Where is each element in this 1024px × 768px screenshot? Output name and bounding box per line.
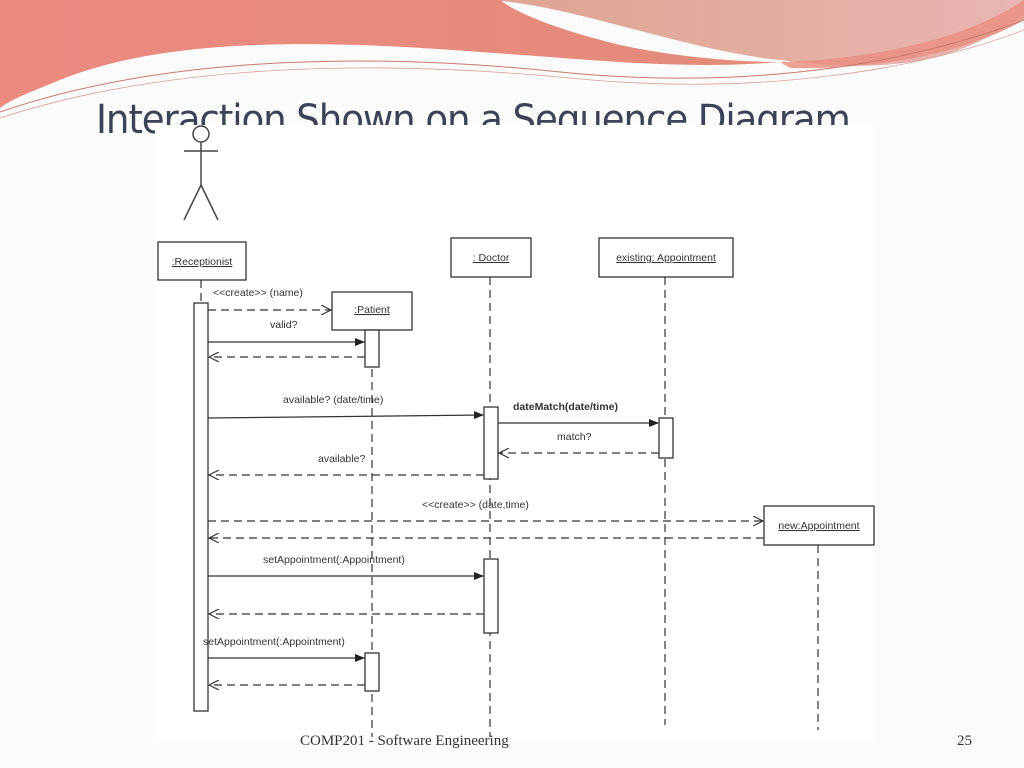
message-available-datetime xyxy=(207,411,484,420)
object-label: existing: Appointment xyxy=(616,252,716,264)
wave-top xyxy=(0,0,1024,66)
object-existing-appointment: existing: Appointment xyxy=(598,237,734,278)
object-label: : Doctor xyxy=(473,252,510,264)
activation-patient-2 xyxy=(364,652,380,692)
object-label: :Patient xyxy=(354,304,390,316)
object-doctor: : Doctor xyxy=(450,237,532,278)
object-receptionist: :Receptionist xyxy=(157,241,247,281)
wave-line-2 xyxy=(0,29,1024,119)
activation-existing xyxy=(658,417,674,459)
message-label: available? (date/time) xyxy=(283,394,383,406)
message-label: setAppointment(:Appointment) xyxy=(263,554,405,566)
activation-receptionist xyxy=(193,302,209,712)
object-label: :Receptionist xyxy=(172,256,233,268)
message-label: available? xyxy=(318,453,365,465)
message-label: dateMatch(date/time) xyxy=(513,401,618,413)
wave-line-1 xyxy=(0,19,1024,113)
activation-doctor-2 xyxy=(483,558,499,634)
message-label: valid? xyxy=(270,319,298,331)
object-patient: :Patient xyxy=(331,291,413,331)
object-new-appointment: new:Appointment xyxy=(763,505,875,546)
message-label: setAppointment(:Appointment) xyxy=(203,636,345,648)
page-number: 25 xyxy=(957,733,972,749)
message-label: <<create>> (date,time) xyxy=(422,499,529,511)
footer-course: COMP201 - Software Engineering xyxy=(300,733,509,749)
wave-left xyxy=(0,0,780,108)
activation-doctor-1 xyxy=(483,406,499,480)
wave-right-accent xyxy=(780,0,1024,69)
message-label: match? xyxy=(557,431,592,443)
sequence-diagram: :Receptionist :Patient : Doctor existing… xyxy=(155,125,875,740)
message-label: <<create>> (name) xyxy=(213,287,303,299)
activation-patient-1 xyxy=(364,329,380,368)
actor-icon xyxy=(183,125,219,221)
object-label: new:Appointment xyxy=(778,520,859,532)
